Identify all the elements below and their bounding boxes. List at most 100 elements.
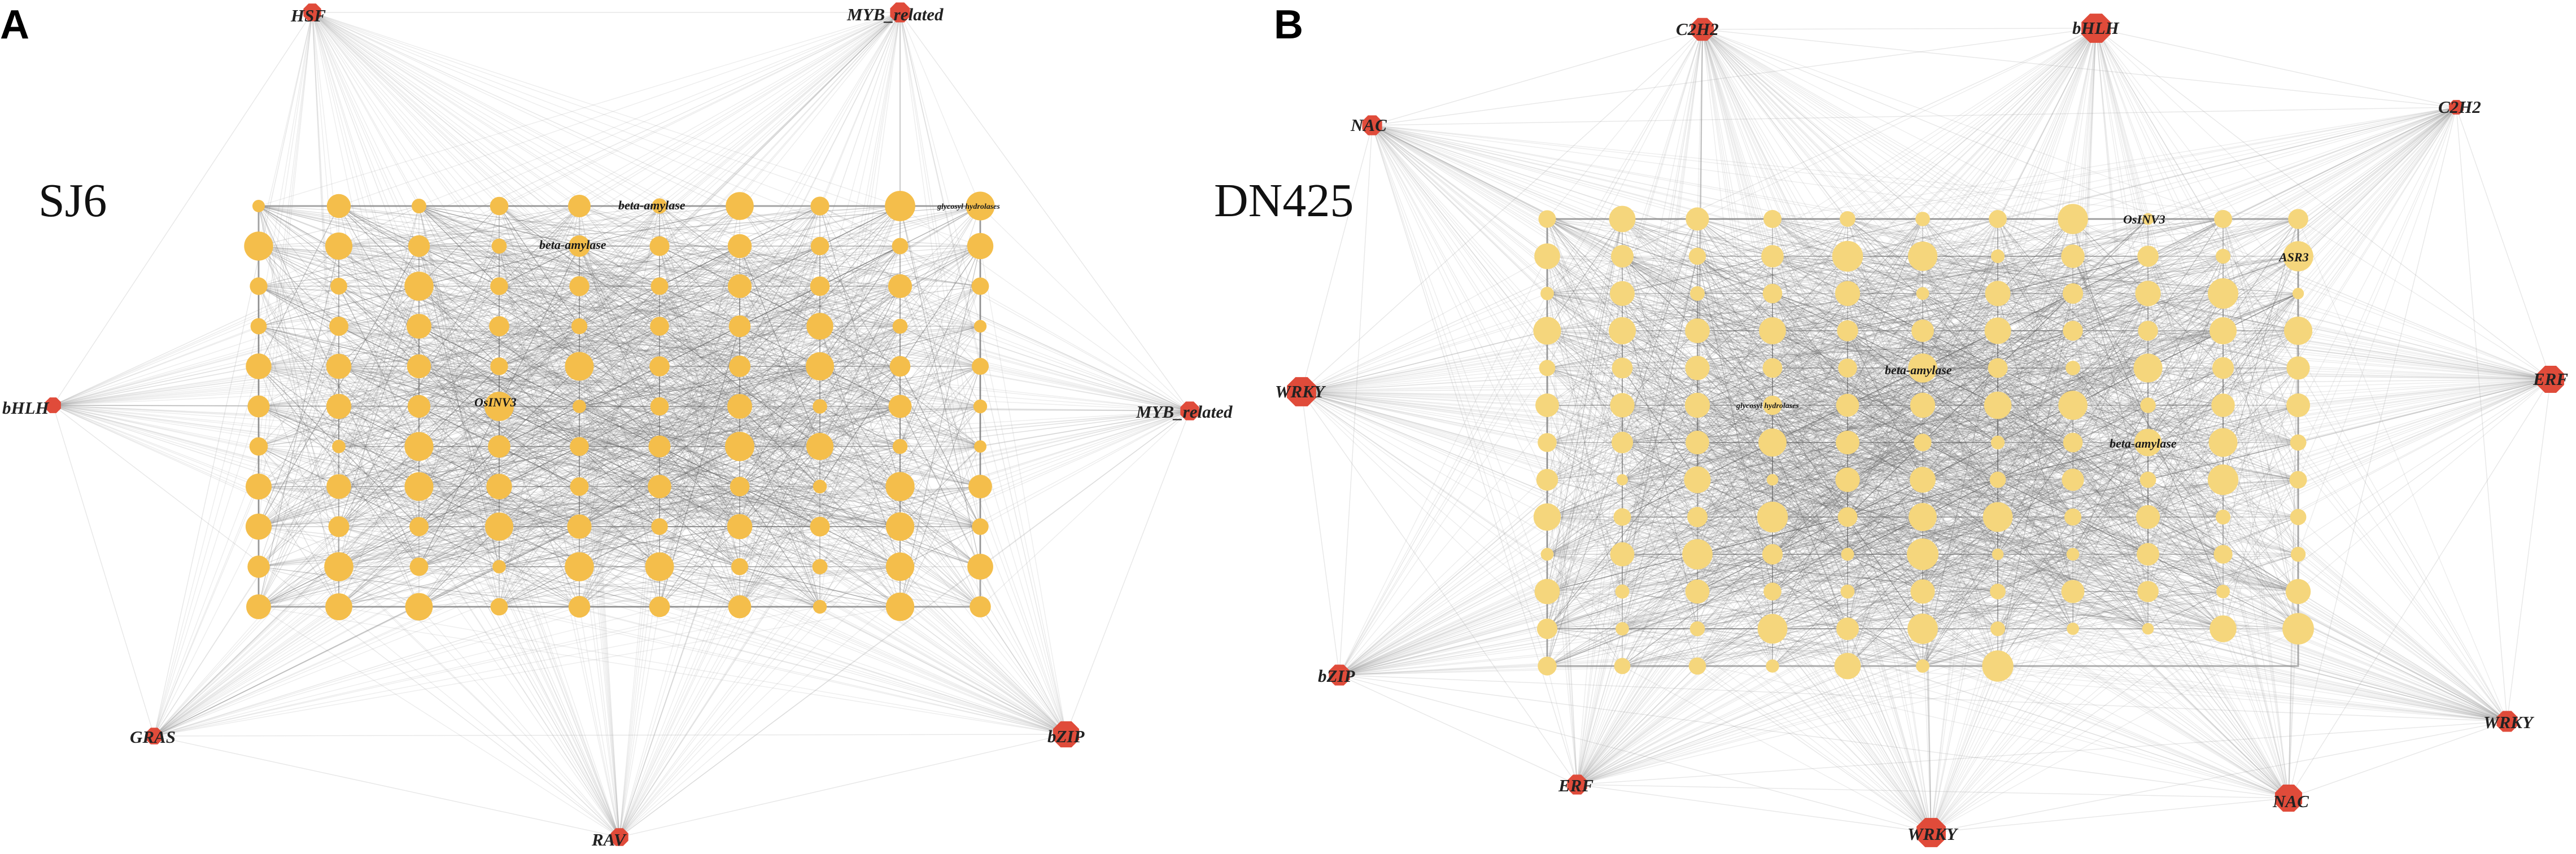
gene-node	[2136, 505, 2160, 529]
gene-node	[326, 474, 351, 499]
panel-b-tf-label-wrky-right: WRKY	[2483, 712, 2535, 732]
gene-node	[1915, 212, 1930, 226]
gene-node	[1535, 393, 1559, 417]
gene-node	[490, 196, 509, 216]
gene-node	[484, 392, 514, 421]
gene-node	[408, 235, 430, 257]
gene-node	[1615, 584, 1630, 599]
gene-node	[2285, 579, 2311, 605]
gene-node	[650, 317, 669, 336]
gene-node	[1759, 317, 1786, 344]
panel-b-tf-label-bzip: bZIP	[1318, 666, 1356, 686]
gene-node	[490, 357, 508, 375]
panel-a-tf-label-gras: GRAS	[130, 727, 176, 747]
gene-node	[731, 558, 748, 575]
gene-node	[1757, 614, 1788, 644]
panel-a-tf-label-rav: RAV	[591, 830, 627, 849]
gene-node	[1758, 428, 1787, 457]
gene-node	[490, 598, 508, 616]
gene-node	[332, 440, 346, 453]
gene-node	[885, 472, 915, 501]
panel-a-title: SJ6	[38, 174, 107, 227]
gene-node	[730, 476, 750, 497]
gene-node	[650, 277, 669, 295]
gene-node	[488, 435, 510, 458]
gene-node	[567, 514, 592, 539]
gene-node	[892, 439, 908, 454]
gene-node	[651, 518, 668, 535]
gene-node	[2292, 287, 2304, 300]
gene-node	[649, 356, 670, 376]
gene-node	[1766, 659, 1779, 673]
gene-node	[1684, 466, 1711, 493]
tf-hub-node	[2449, 100, 2464, 115]
gene-node	[492, 560, 506, 573]
tf-hub-node	[1329, 664, 1350, 686]
gene-node	[1834, 652, 1861, 680]
gene-node	[810, 276, 830, 296]
gene-node	[812, 559, 828, 575]
panel-b-tf-label-bhlh: bHLH	[2072, 18, 2120, 38]
gene-node	[2213, 545, 2233, 564]
panel-a-gene-grid	[244, 191, 995, 621]
gene-node	[2142, 213, 2154, 225]
panel-a-tf-label-bhlh: bHLH	[2, 398, 50, 418]
gene-node	[1982, 650, 2014, 682]
gene-node	[968, 475, 992, 498]
gene-node	[727, 234, 752, 259]
gene-node	[2289, 471, 2307, 489]
gene-node	[727, 274, 752, 299]
gene-node	[2140, 471, 2156, 488]
gene-node	[972, 518, 989, 535]
gene-node	[889, 356, 911, 377]
tf-hub-node	[1287, 377, 1316, 406]
gene-node	[565, 352, 594, 381]
tf-hub-node	[890, 2, 910, 23]
tf-hub-node	[1053, 721, 1080, 748]
tf-hub-node	[1567, 774, 1587, 795]
gene-node	[727, 394, 752, 419]
gene-node	[326, 194, 351, 218]
gene-node	[2214, 210, 2232, 228]
gene-node	[325, 593, 352, 620]
gene-node	[2283, 241, 2313, 271]
tf-hub-node	[1362, 115, 1382, 135]
gene-node	[1533, 503, 1561, 531]
gene-node	[247, 395, 270, 418]
panel-b-tf-label-nac-left: NAC	[1350, 115, 1387, 135]
gene-node	[1910, 392, 1936, 418]
gene-node	[2208, 278, 2238, 309]
gene-node	[491, 238, 507, 254]
gene-node	[1682, 539, 1713, 570]
panel-b-gene-label-glycosyl-hydrolases: glycosyl hydrolases	[1736, 402, 1799, 410]
gene-node	[2138, 321, 2158, 341]
gene-node	[1608, 317, 1636, 345]
gene-node	[1688, 657, 1706, 675]
gene-node	[813, 599, 827, 614]
gene-node	[2066, 548, 2080, 561]
gene-node	[250, 277, 268, 295]
gene-node	[728, 315, 751, 338]
gene-node	[1984, 317, 2011, 344]
gene-node	[885, 191, 915, 221]
gene-node	[885, 512, 915, 541]
gene-node	[1688, 247, 1706, 265]
gene-node	[407, 354, 431, 379]
gene-node	[1538, 210, 1556, 228]
gene-node	[1983, 502, 2013, 532]
gene-node	[1990, 435, 2005, 450]
gene-node	[728, 355, 751, 378]
gene-node	[645, 552, 674, 581]
gene-node	[1685, 318, 1710, 343]
gene-node	[1610, 393, 1635, 418]
panel-b-gene-label-beta-amylase-2: beta-amylase	[2110, 436, 2177, 450]
gene-node	[489, 316, 509, 336]
gene-node	[570, 437, 589, 456]
gene-node	[2286, 356, 2310, 380]
gene-node	[2062, 283, 2084, 304]
tf-hub-node	[45, 397, 61, 413]
gene-node	[1908, 353, 1937, 383]
gene-node	[728, 595, 752, 619]
gene-node	[1610, 281, 1635, 306]
